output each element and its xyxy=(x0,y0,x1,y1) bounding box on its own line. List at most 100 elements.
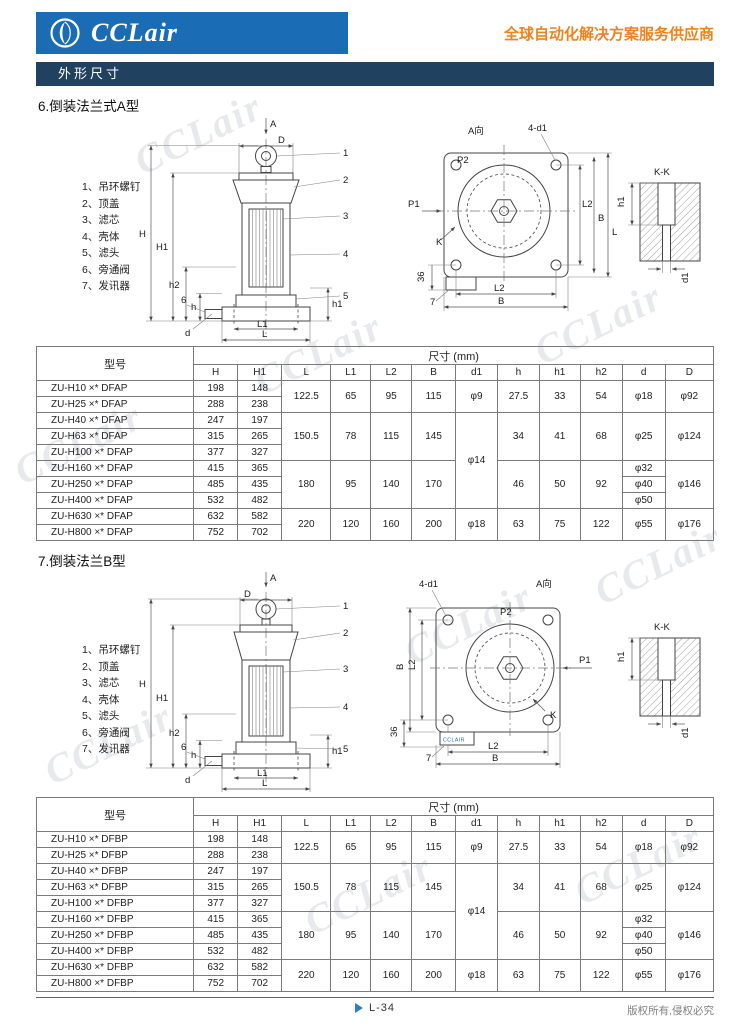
dim-cell: 63 xyxy=(496,508,540,541)
bypass-port xyxy=(204,756,223,766)
callout-1: 1 xyxy=(343,601,348,612)
dim-label-L2: L2 xyxy=(582,199,593,210)
dim-cell: 120 xyxy=(330,959,372,992)
mounting-plate xyxy=(435,607,561,733)
dim-cell: 160 xyxy=(370,508,413,541)
dim-cell: 34 xyxy=(496,412,540,461)
dim-label-H: H xyxy=(139,679,146,690)
model-cell: ZU-H400 ×* DFAP xyxy=(35,492,195,509)
dim-cell: 115 xyxy=(411,380,457,413)
dim-cell: 150.5 xyxy=(281,412,332,461)
model-cell: ZU-H250 ×* DFAP xyxy=(35,476,195,493)
dim-cell: φ32 xyxy=(621,911,666,928)
dim-cell: 482 xyxy=(237,492,283,509)
model-cell: ZU-H63 ×* DFBP xyxy=(35,879,195,896)
dim-cell: 50 xyxy=(538,460,581,509)
part-item: 1、吊环螺钉 xyxy=(82,644,141,656)
dim-cell: 327 xyxy=(237,895,283,912)
model-cell: ZU-H25 ×* DFAP xyxy=(35,396,195,413)
dim-cell: 54 xyxy=(579,380,623,413)
dim-cell: 34 xyxy=(496,863,540,912)
dim-label-h2: h2 xyxy=(169,280,180,291)
col-header: d xyxy=(621,364,666,381)
part-item: 2、顶盖 xyxy=(82,197,120,210)
model-cell: ZU-H25 ×* DFBP xyxy=(35,847,195,864)
part-item: 7、发讯器 xyxy=(82,280,130,292)
part-item: 1、吊环螺钉 xyxy=(82,181,141,193)
bolt-hole xyxy=(450,159,462,171)
dim-cell: 288 xyxy=(193,847,239,864)
header-tagline: 全球自动化解决方案服务供应商 xyxy=(503,25,714,43)
dim-cell: 68 xyxy=(579,412,623,461)
callout-5: 5 xyxy=(343,744,348,755)
dim-cell: 365 xyxy=(237,460,283,477)
dim-cell: φ18 xyxy=(455,959,498,992)
dim-cell: φ32 xyxy=(621,460,666,477)
label-K: K xyxy=(436,237,443,248)
dim-cell: 120 xyxy=(330,508,372,541)
dim-cell: 33 xyxy=(538,380,581,413)
section-bar: 外形尺寸 xyxy=(36,62,714,86)
model-cell: ZU-H630 ×* DFAP xyxy=(35,508,195,525)
dim-label-L: L xyxy=(612,227,617,238)
label-K: K xyxy=(550,710,557,721)
dim-cell: φ18 xyxy=(455,508,498,541)
dim-cell: 752 xyxy=(193,975,239,992)
col-header: H xyxy=(193,815,239,832)
dim-cell: 180 xyxy=(281,911,332,960)
dim-cell: 115 xyxy=(411,831,457,864)
col-header: H1 xyxy=(237,815,283,832)
col-header: h1 xyxy=(538,364,581,381)
dim-cell: 63 xyxy=(496,959,540,992)
dim-cell: 485 xyxy=(193,927,239,944)
dim-cell: 78 xyxy=(330,412,372,461)
dim-cell: 65 xyxy=(330,380,372,413)
model-cell: ZU-H630 ×* DFBP xyxy=(35,959,195,976)
label-P2: P2 xyxy=(457,155,469,166)
dim-cell: φ40 xyxy=(621,927,666,944)
dim-cell: 170 xyxy=(411,460,457,509)
callout-2: 2 xyxy=(343,628,348,639)
model-cell: ZU-H40 ×* DFAP xyxy=(35,412,195,429)
dim-cell: φ92 xyxy=(664,380,715,413)
callout-5: 5 xyxy=(343,291,348,302)
drawing-section-a: A D xyxy=(139,118,701,343)
model-cell: ZU-H250 ×* DFBP xyxy=(35,927,195,944)
dim-cell: 365 xyxy=(237,911,283,928)
callout-7: 7 xyxy=(426,753,431,764)
bolt-hole xyxy=(542,614,554,626)
drawing-area-b: 1、吊环螺钉 2、顶盖 3、滤芯 4、壳体 5、滤头 6、旁通阀 7、发讯器 xyxy=(36,570,714,794)
dim-cell: 327 xyxy=(237,444,283,461)
dim-cell: 582 xyxy=(237,959,283,976)
model-cell: ZU-H800 ×* DFBP xyxy=(35,975,195,992)
dim-label-D: D xyxy=(278,135,285,146)
dim-cell: 238 xyxy=(237,847,283,864)
dim-cell: 50 xyxy=(538,911,581,960)
dim-cell: 46 xyxy=(496,911,540,960)
dim-cell: 27.5 xyxy=(496,380,540,413)
label-a-direction: A向 xyxy=(536,578,552,590)
dim-cell: 200 xyxy=(411,508,457,541)
callout-3: 3 xyxy=(343,211,348,222)
drawing-area-a: 1、吊环螺钉 2、顶盖 3、滤芯 4、壳体 5、滤头 6、旁通阀 7、发讯器 xyxy=(36,115,714,343)
parts-list-b: 1、吊环螺钉 2、顶盖 3、滤芯 4、壳体 5、滤头 6、旁通阀 7、发讯器 xyxy=(82,642,140,758)
part-item: 4、壳体 xyxy=(82,230,120,243)
col-header: d1 xyxy=(455,364,498,381)
dim-cell: 115 xyxy=(370,863,413,912)
dim-cell: 54 xyxy=(579,831,623,864)
dim-cell: φ124 xyxy=(664,412,715,461)
dim-cell: 41 xyxy=(538,412,581,461)
dim-cell: 632 xyxy=(193,959,239,976)
part-item: 3、滤芯 xyxy=(82,214,120,226)
dim-label-36: 36 xyxy=(389,726,400,737)
col-header: L2 xyxy=(370,364,413,381)
dim-cell: 46 xyxy=(496,460,540,509)
dim-cell: 198 xyxy=(193,380,239,397)
dim-cell: φ18 xyxy=(621,380,666,413)
